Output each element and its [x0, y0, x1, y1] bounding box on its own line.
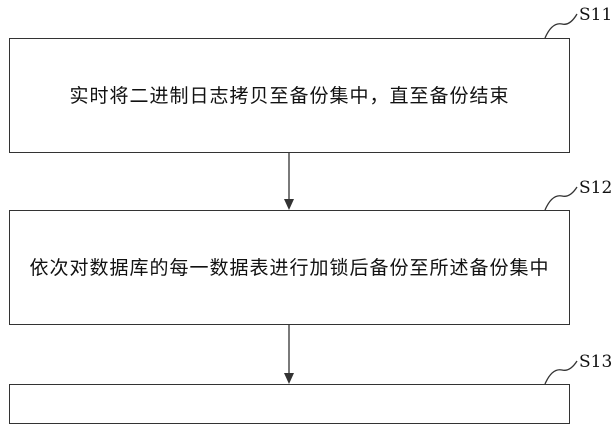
- step-box-s13: [9, 384, 570, 424]
- step-text-s11: 实时将二进制日志拷贝至备份集中，直至备份结束: [69, 84, 510, 107]
- step-text-s12: 依次对数据库的每一数据表进行加锁后备份至所述备份集中: [29, 256, 550, 279]
- step-label-s11: S11: [579, 5, 613, 25]
- step-box-s12: 依次对数据库的每一数据表进行加锁后备份至所述备份集中: [9, 210, 570, 325]
- arrow-s11-s12-head: [284, 199, 294, 210]
- step-box-s11: 实时将二进制日志拷贝至备份集中，直至备份结束: [9, 38, 570, 153]
- leader-curve-s13: [544, 360, 578, 385]
- leader-curve-s11: [544, 13, 578, 39]
- step-label-s12: S12: [579, 178, 613, 198]
- step-label-s13: S13: [579, 352, 613, 372]
- arrow-s12-s13-head: [284, 373, 294, 384]
- leader-curve-s12: [544, 186, 578, 211]
